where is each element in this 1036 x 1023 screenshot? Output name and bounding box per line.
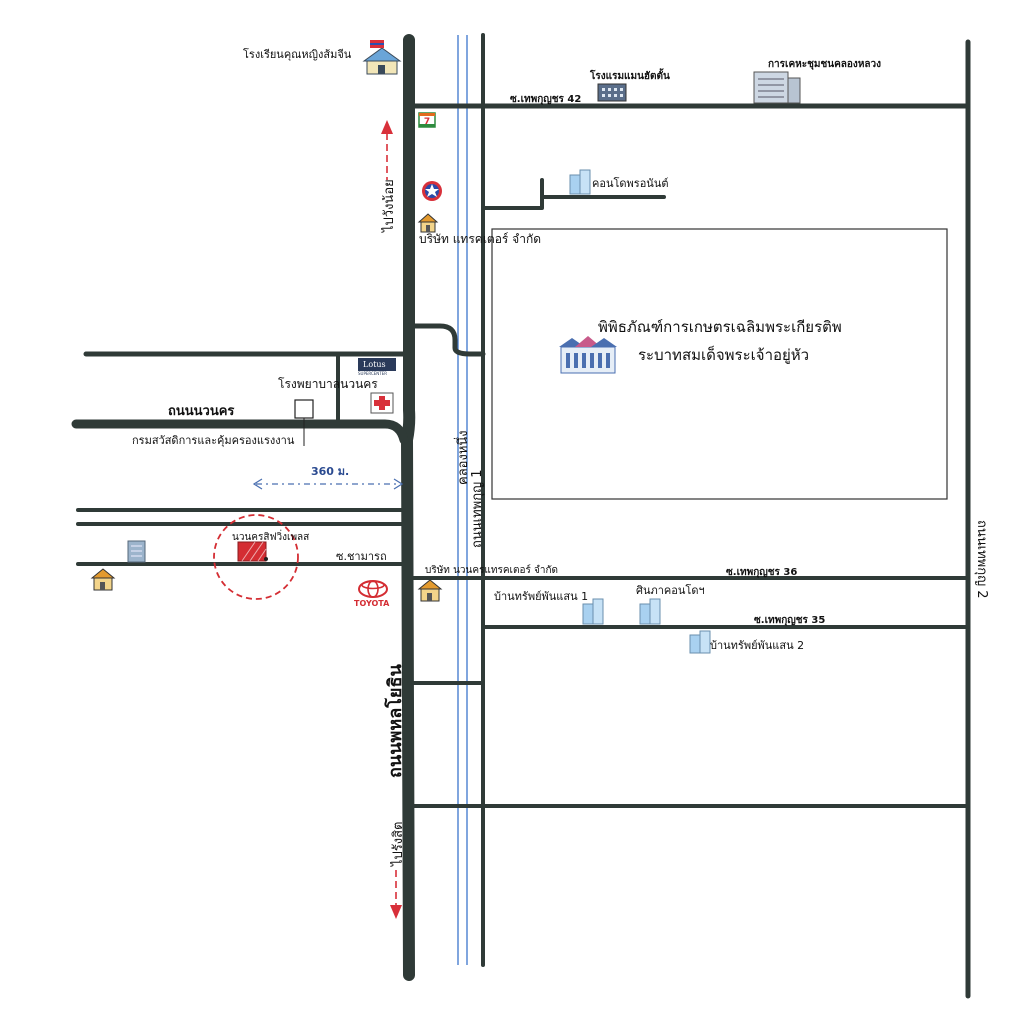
label-baan2: บ้านทรัพย์พันแสน 2 — [710, 639, 805, 652]
toyota-logo — [358, 580, 388, 598]
label-baan1: บ้านทรัพย์พันแสน 1 — [494, 590, 589, 603]
label-hospital: โรงพยาบาลนวนคร — [278, 377, 378, 391]
gas-station-icon — [422, 181, 442, 201]
label-toyota: TOYOTA — [354, 599, 390, 608]
label-tractor-co: บริษัท แทรคเตอร์ จำกัด — [419, 232, 542, 246]
label-soi36: ซ.เทพกุญชร 36 — [726, 567, 798, 578]
label-lotus-sub: SUPERCENTER — [358, 371, 388, 376]
label-phahonyothin: ถนนพหลโยธิน — [385, 664, 406, 778]
canal-khlong-nueng — [457, 35, 468, 965]
house-icon-tractor — [417, 213, 439, 233]
label-thepkunchon1: ถนนเทพกุญ 1 — [470, 469, 485, 548]
arrow-south-icon — [390, 870, 402, 919]
label-soi35: ซ.เทพกุญชร 35 — [754, 615, 826, 626]
label-soi-chamarot: ซ.ชามารถ — [336, 550, 387, 563]
distance-arrow-right — [393, 478, 404, 490]
road-network — [71, 33, 971, 999]
label-siniphon: ศินภาคอนโดฯ — [636, 584, 705, 597]
label-condo-pornan: คอนโดพรอนันต์ — [592, 177, 669, 190]
arrow-north-icon — [381, 120, 393, 180]
house-icon-west — [90, 568, 116, 591]
label-distance: 360 ม. — [311, 465, 350, 478]
house-icon-navanakorn-tractor — [417, 579, 443, 602]
museum-boundary — [491, 228, 948, 500]
label-thepkunchon2: ถนนเทพกุญ 2 — [974, 520, 989, 599]
label-museum-line1: พิพิธภัณฑ์การเกษตรเฉลิมพระเกียรติพ — [598, 318, 842, 336]
road-condo-spur — [481, 178, 666, 210]
condo-icon-baan2 — [689, 630, 711, 654]
lotus-text: Lotus — [363, 360, 386, 369]
lotus-logo: Lotus — [358, 358, 396, 371]
school-icon — [362, 40, 402, 75]
condo-icon-baan1 — [582, 598, 604, 625]
label-museum-line2: ระบาทสมเด็จพระเจ้าอยู่หัว — [638, 346, 810, 364]
label-navanakorn-place: นวนครสิฟวิ่งเพลส — [232, 532, 310, 543]
label-school: โรงเรียนคุณหญิงส้มจีน — [243, 48, 352, 61]
label-navanakorn-tractor: บริษัท นวนครแทรคเตอร์ จำกัด — [425, 565, 559, 576]
label-to-rangsit: ไปรังสิต — [391, 821, 406, 867]
label-welfare-dept: กรมสวัสดิการและคุ้มครองแรงงาน — [132, 434, 295, 447]
apartment-icon — [753, 71, 801, 104]
museum-icon — [559, 336, 617, 374]
label-soi42: ซ.เทพกุญชร 42 — [510, 94, 582, 105]
label-hotel: โรงแรมแมนฮัตตั้น — [590, 71, 670, 82]
hospital-icon — [370, 392, 394, 414]
building-icon — [127, 540, 146, 563]
distance-arrow-left — [252, 478, 263, 490]
condo-icon-siniphon — [639, 598, 661, 625]
svg-text:7: 7 — [424, 117, 430, 127]
label-to-wangnoi: ไปวังน้อย — [382, 179, 397, 232]
navanakorn-place-circle — [213, 514, 299, 600]
road-navanakorn — [71, 419, 409, 445]
road-bypass — [406, 323, 486, 357]
seven-eleven-icon: 7 — [418, 112, 436, 128]
label-navanakorn-rd: ถนนนวนคร — [168, 404, 235, 419]
label-community-house: การเคหะชุมชนคลองหลวง — [768, 59, 882, 70]
hotel-icon — [597, 83, 627, 102]
welfare-dept-icon — [294, 399, 314, 419]
condo-icon-pornan — [569, 169, 591, 195]
